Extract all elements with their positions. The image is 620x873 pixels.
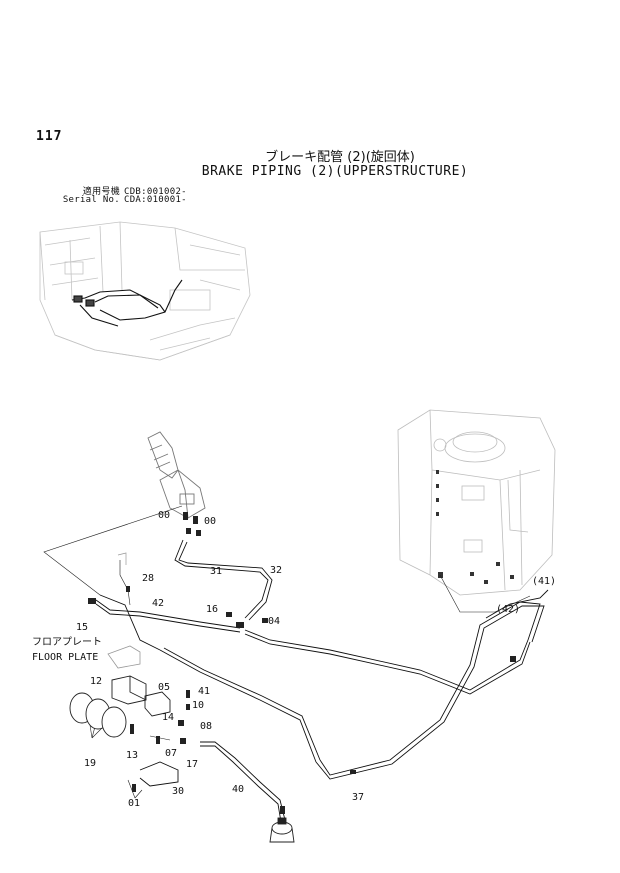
brake-pedal-valve [147,431,206,519]
callout-labels: 00 00 28 31 32 42 15 16 04 (41) (42) 12 … [32,510,556,809]
overview-brake-lines [71,279,183,327]
page-number: 117 [36,129,63,144]
callout-14: 14 [162,712,174,723]
callout-00b: 00 [204,516,216,527]
serial-row-serial-no: Serial No. CDA:010001- [58,195,187,205]
floor-plate-label-en: FLOOR PLATE [32,652,98,663]
reference-markers [117,552,127,565]
callout-00a: 00 [158,510,170,521]
callout-17: 17 [186,759,198,770]
serial-value: CDA:010001- [124,195,187,205]
fittings [88,586,516,814]
callout-13: 13 [126,750,138,761]
callout-30: 30 [172,786,184,797]
callout-12: 12 [90,676,102,687]
title-english: BRAKE PIPING (2)(UPPERSTRUCTURE) [201,164,469,179]
brake-discs [69,692,127,738]
callout-04: 04 [268,616,280,627]
leader-lines [43,505,531,799]
bottom-valve [269,817,295,843]
title-japanese: ブレーキ配管 (2)(旋回体) [265,150,415,165]
callout-42: 42 [152,598,164,609]
callout-08: 08 [200,721,212,732]
serial-label: Serial No. [62,195,120,205]
callout-15: 15 [76,622,88,633]
callout-40: 40 [232,784,244,795]
callout-16: 16 [206,604,218,615]
callout-10: 10 [192,700,204,711]
callout-37: 37 [352,792,364,803]
swing-motor-bolts [436,470,514,584]
callout-41-paren: (41) [532,576,556,587]
serial-label: 適用号機 [82,187,120,197]
callout-32: 32 [270,565,282,576]
overview-machine-sketch [39,221,251,361]
serial-value: CDB:001002- [124,187,187,197]
callout-41: 41 [198,686,210,697]
pedal-ports [183,512,201,536]
callout-01: 01 [128,798,140,809]
floor-plate-label-jp: フロアプレート [32,636,102,648]
callout-28: 28 [142,573,154,584]
floor-plate-bracket [107,645,141,669]
callout-42-paren: (42) [496,604,520,615]
callout-19: 19 [84,758,96,769]
brake-pipes [95,539,549,823]
callout-05: 05 [158,682,170,693]
serial-row-applicable: 適用号機 CDB:001002- [58,184,187,197]
callout-31: 31 [210,566,222,577]
swing-motor-assembly [397,409,556,596]
valve-block [111,675,171,717]
callout-07: 07 [165,748,177,759]
